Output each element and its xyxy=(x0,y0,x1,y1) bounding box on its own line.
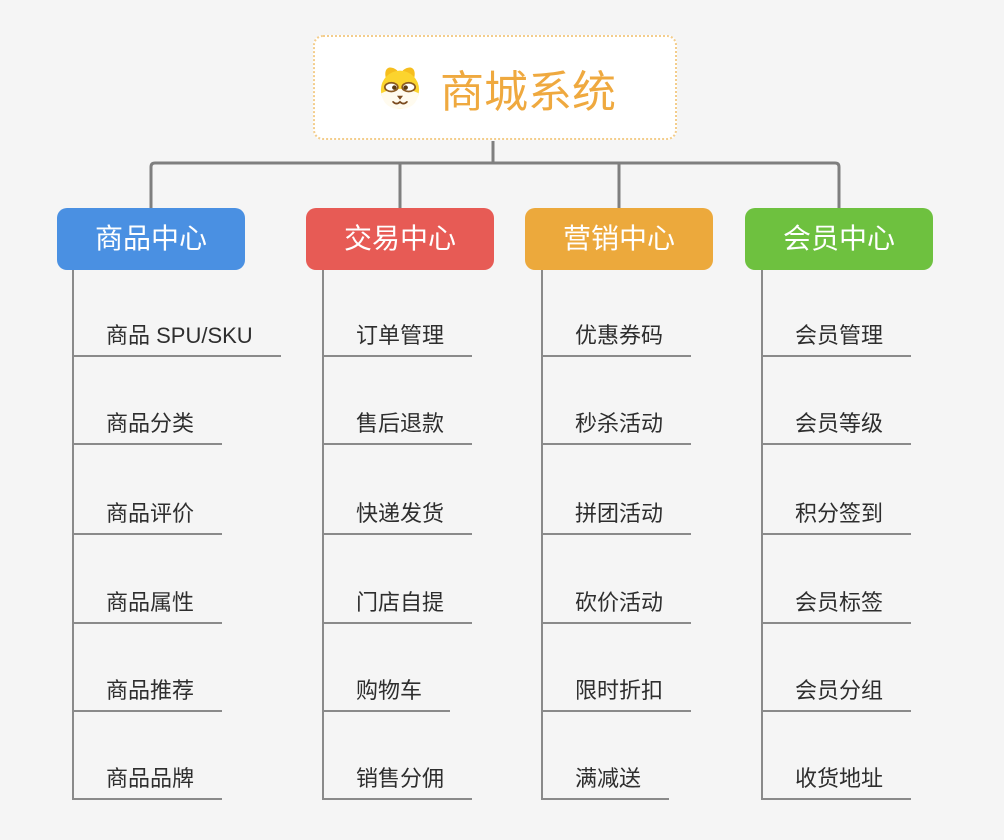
leaf-column-member: 会员管理 会员等级 积分签到 会员标签 会员分组 收货地址 xyxy=(761,270,1004,805)
branch-box-trade-center[interactable]: 交易中心 xyxy=(306,208,494,270)
branch-box-member-center[interactable]: 会员中心 xyxy=(745,208,933,270)
leaf-node[interactable]: 会员等级 xyxy=(761,409,912,445)
leaf-node[interactable]: 商品 SPU/SKU xyxy=(72,321,281,357)
leaf-node[interactable]: 商品品牌 xyxy=(72,764,223,800)
leaf-node[interactable]: 会员管理 xyxy=(761,321,912,357)
leaf-node[interactable]: 订单管理 xyxy=(322,321,473,357)
leaf-node[interactable]: 会员分组 xyxy=(761,676,912,712)
leaf-node[interactable]: 收货地址 xyxy=(761,764,912,800)
leaf-node[interactable]: 拼团活动 xyxy=(541,499,692,535)
leaf-node[interactable]: 积分签到 xyxy=(761,499,912,535)
leaf-node[interactable]: 购物车 xyxy=(322,676,451,712)
root-title: 商城系统 xyxy=(440,67,616,117)
leaf-node[interactable]: 秒杀活动 xyxy=(541,409,692,445)
dog-face-icon xyxy=(380,67,420,109)
leaf-node[interactable]: 售后退款 xyxy=(322,409,473,445)
leaf-node[interactable]: 销售分佣 xyxy=(322,764,473,800)
leaf-node[interactable]: 会员标签 xyxy=(761,588,912,624)
leaf-node[interactable]: 商品评价 xyxy=(72,499,223,535)
leaf-column-product: 商品 SPU/SKU 商品分类 商品评价 商品属性 商品推荐 商品品牌 xyxy=(72,270,317,805)
branch-box-marketing-center[interactable]: 营销中心 xyxy=(525,208,713,270)
leaf-column-marketing: 优惠券码 秒杀活动 拼团活动 砍价活动 限时折扣 满减送 xyxy=(541,270,786,805)
leaf-node[interactable]: 优惠券码 xyxy=(541,321,692,357)
root-node[interactable]: 商城系统 xyxy=(313,35,677,140)
leaf-node[interactable]: 商品推荐 xyxy=(72,676,223,712)
leaf-node[interactable]: 限时折扣 xyxy=(541,676,692,712)
leaf-node[interactable]: 快递发货 xyxy=(322,499,473,535)
branch-box-product-center[interactable]: 商品中心 xyxy=(57,208,245,270)
leaf-node[interactable]: 商品分类 xyxy=(72,409,223,445)
leaf-node[interactable]: 砍价活动 xyxy=(541,588,692,624)
leaf-column-trade: 订单管理 售后退款 快递发货 门店自提 购物车 销售分佣 xyxy=(322,270,567,805)
leaf-node[interactable]: 满减送 xyxy=(541,764,670,800)
leaf-node[interactable]: 商品属性 xyxy=(72,588,223,624)
leaf-node[interactable]: 门店自提 xyxy=(322,588,473,624)
